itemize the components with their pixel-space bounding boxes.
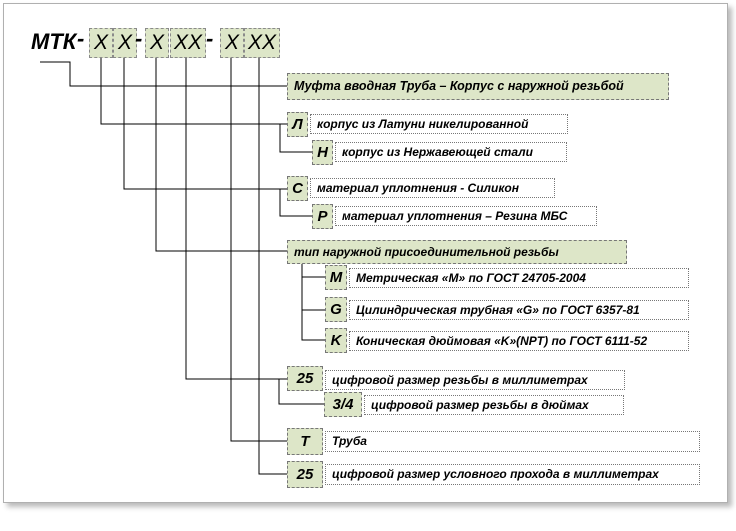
seal-code-r: Р bbox=[312, 204, 333, 229]
thread-code-k: K bbox=[325, 328, 347, 353]
pipe-text: Труба bbox=[325, 431, 700, 452]
bore-text: цифровой размер условного прохода в милл… bbox=[325, 464, 700, 485]
title-box: Муфта вводная Труба – Корпус с наружной … bbox=[287, 73, 669, 100]
pipe-code: Т bbox=[287, 428, 323, 455]
size-code-mm: 25 bbox=[287, 366, 323, 391]
segment-seal: X bbox=[113, 28, 137, 58]
body-code-n: Н bbox=[312, 140, 333, 165]
size-text-inch: цифровой размер резьбы в дюймах bbox=[364, 395, 624, 415]
bore-code: 25 bbox=[287, 461, 323, 488]
size-text-mm: цифровой размер резьбы в миллиметрах bbox=[325, 370, 625, 390]
seal-text-s: материал уплотнения - Силикон bbox=[310, 178, 555, 198]
separator-3: - bbox=[206, 26, 214, 51]
seal-code-s: С bbox=[287, 176, 308, 201]
thread-text-g: Цилиндрическая трубная «G» по ГОСТ 6357-… bbox=[349, 300, 689, 320]
body-text-l: корпус из Латуни никелированной bbox=[310, 114, 568, 134]
segment-body: X bbox=[89, 28, 113, 58]
separator-2: - bbox=[135, 26, 143, 51]
body-text-n: корпус из Нержавеющей стали bbox=[335, 142, 567, 162]
thread-text-k: Коническая дюймовая «K»(NPT) по ГОСТ 611… bbox=[349, 331, 689, 351]
thread-type-title: тип наружной присоединительной резьбы bbox=[287, 240, 627, 264]
thread-code-m: M bbox=[325, 265, 347, 290]
body-code-l: Л bbox=[287, 112, 308, 137]
seal-text-r: материал уплотнения – Резина МБС bbox=[335, 206, 597, 226]
segment-pipe: X bbox=[220, 28, 244, 58]
segment-thread-type: X bbox=[145, 28, 169, 58]
thread-text-m: Метрическая «М» по ГОСТ 24705-2004 bbox=[349, 268, 689, 288]
segment-bore: XX bbox=[244, 28, 280, 58]
separator-1: - bbox=[77, 26, 85, 51]
segment-thread-size: XX bbox=[170, 28, 206, 58]
size-code-inch: 3/4 bbox=[324, 392, 362, 417]
thread-code-g: G bbox=[325, 297, 347, 322]
prefix-label: МТК bbox=[31, 29, 77, 54]
